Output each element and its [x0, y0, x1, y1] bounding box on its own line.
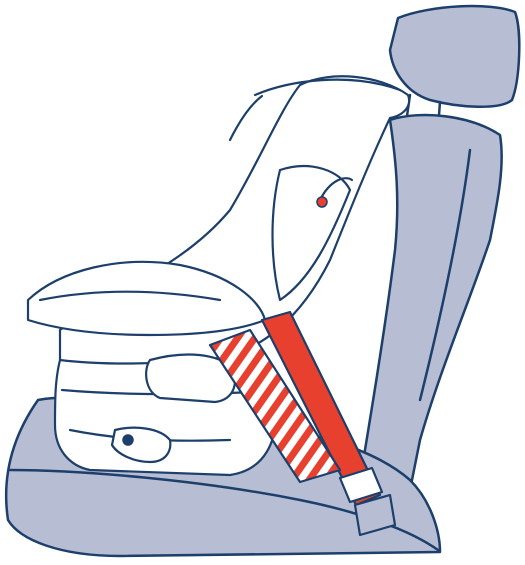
vehicle-headrest — [390, 6, 519, 107]
blue-marker-dot — [123, 435, 133, 445]
red-marker-dot — [317, 197, 327, 207]
child-seat — [28, 76, 409, 475]
